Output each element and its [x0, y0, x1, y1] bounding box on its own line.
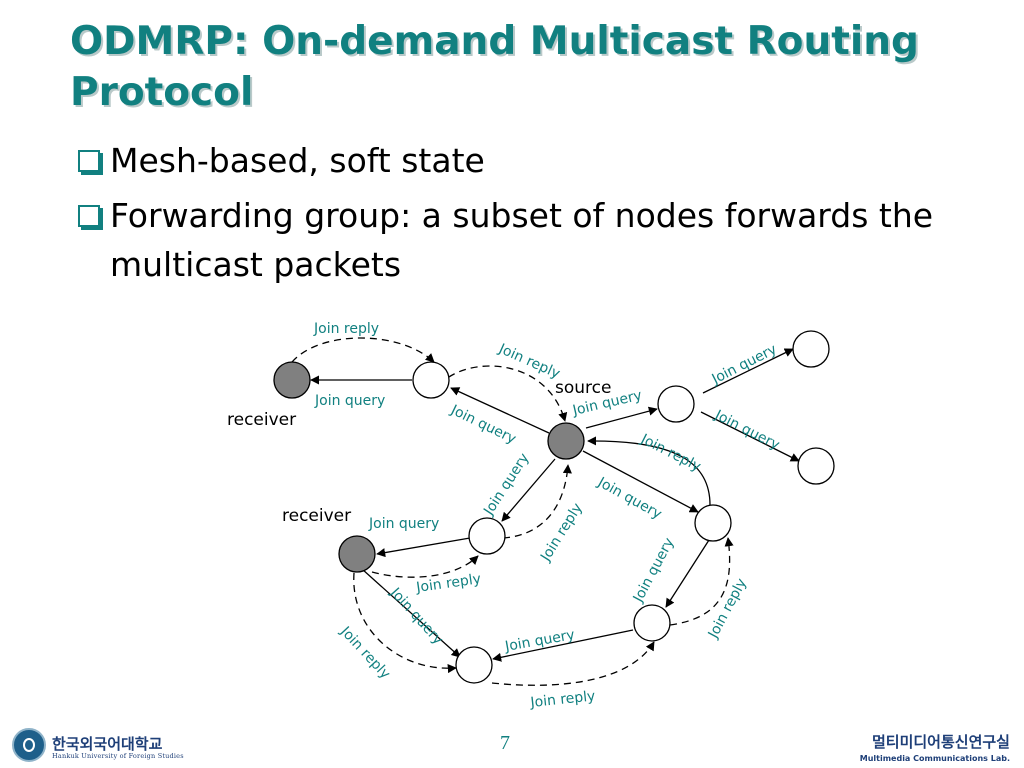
- edge: [585, 406, 658, 429]
- bullet-text: Mesh-based, soft state: [110, 141, 485, 180]
- reply-edges: [291, 337, 734, 686]
- university-name-ko: 한국외국어대학교: [52, 735, 163, 753]
- edge-label: Join query: [594, 474, 664, 523]
- query-edges: [310, 348, 800, 662]
- receiver-label: receiver: [282, 506, 351, 526]
- edge: [291, 337, 435, 363]
- edge: [376, 537, 471, 558]
- edge-label: Join query: [368, 516, 439, 532]
- edge-label: Join reply: [495, 341, 562, 382]
- source-label: source: [555, 378, 611, 398]
- source-node: [547, 422, 585, 460]
- bullet-item: Forwarding group: a subset of nodes forw…: [76, 191, 976, 289]
- edge-label: Join query: [711, 407, 782, 454]
- edge-label: Join reply: [529, 688, 596, 711]
- edge-label: Join reply: [414, 571, 482, 596]
- edge: [587, 436, 711, 506]
- edge: [502, 464, 572, 539]
- nodes: [273, 330, 835, 684]
- edge: [702, 348, 794, 394]
- edge: [491, 641, 655, 686]
- edge: [361, 568, 461, 658]
- edge: [492, 629, 634, 662]
- edge-label: Join query: [314, 393, 385, 409]
- edge-label: Join reply: [313, 321, 379, 337]
- receiver-label: receiver: [227, 410, 296, 430]
- bullet-item: Mesh-based, soft state: [76, 136, 976, 185]
- forwarding-node: [657, 385, 695, 423]
- university-name-en: Hankuk University of Foreign Studies: [52, 752, 184, 760]
- lab-name-en: Multimedia Communications Lab.: [859, 754, 1010, 763]
- lab-logo: 멀티미디어통신연구실 Multimedia Communications Lab…: [860, 731, 1010, 763]
- edge: [700, 411, 800, 462]
- bullet-list: Mesh-based, soft state Forwarding group:…: [76, 136, 976, 295]
- receiver-node: [338, 535, 376, 573]
- bullet-text: Forwarding group: a subset of nodes forw…: [110, 196, 934, 284]
- edge: [501, 458, 556, 522]
- edge: [450, 387, 550, 434]
- slide-title: ODMRP: On-demand Multicast Routing Proto…: [70, 19, 919, 115]
- forwarding-node: [455, 646, 493, 684]
- edge-label: Join reply: [705, 576, 750, 642]
- edge-label: Join reply: [336, 623, 393, 682]
- page-number: 7: [500, 732, 510, 754]
- lab-name-ko: 멀티미디어통신연구실: [871, 733, 1010, 751]
- forwarding-node: [633, 604, 671, 642]
- edge-label: Join query: [709, 341, 780, 388]
- edge: [353, 572, 457, 674]
- university-seal-icon: [12, 728, 46, 762]
- edge-label: Join query: [386, 584, 446, 648]
- university-logo: 한국외국어대학교 Hankuk University of Foreign St…: [12, 726, 187, 766]
- edge-label: Join query: [630, 535, 678, 605]
- checkbox-bullet-icon: [78, 150, 100, 172]
- forwarding-node: [412, 361, 450, 399]
- forwarding-node: [694, 504, 732, 542]
- edge-label: Join reply: [537, 500, 586, 564]
- edge: [669, 537, 734, 626]
- edge-label: Join query: [503, 627, 576, 655]
- edge: [665, 539, 710, 608]
- edge: [582, 450, 699, 513]
- edge-label: Join query: [480, 450, 532, 519]
- checkbox-bullet-icon: [78, 205, 100, 227]
- edge-label: Join query: [447, 402, 518, 448]
- edge-label: Join reply: [637, 431, 703, 475]
- forwarding-node: [468, 517, 506, 555]
- node: [797, 447, 835, 485]
- node: [792, 330, 830, 368]
- edge: [371, 555, 479, 578]
- receiver-node: [273, 361, 311, 399]
